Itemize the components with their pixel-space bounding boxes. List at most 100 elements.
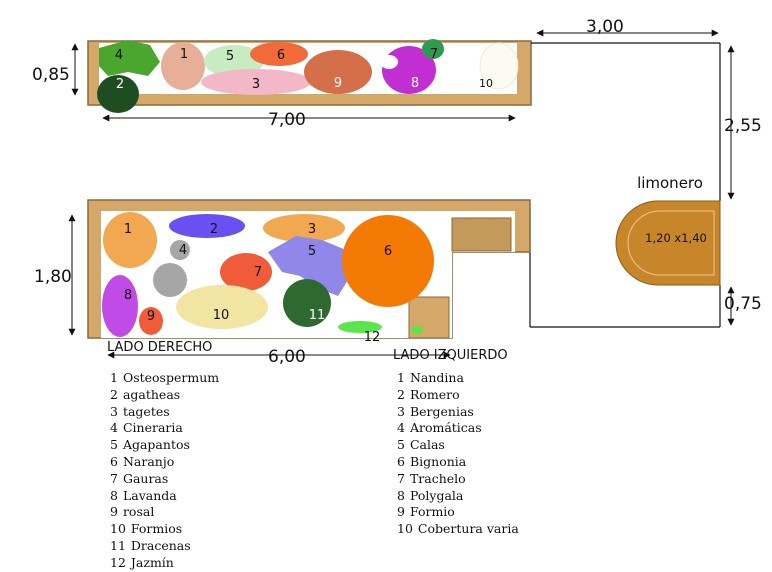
legend-item-name: Bergenias <box>409 403 474 419</box>
legend-item-number: 3 <box>397 403 405 419</box>
legend-item-number: 5 <box>397 437 405 453</box>
legend-item-name: Osteospermum <box>122 370 220 385</box>
legend-item-number: 2 <box>110 386 118 402</box>
legend-item-name: Dracenas <box>130 537 191 553</box>
plant-number: 3 <box>252 77 260 92</box>
plant-number: 7 <box>254 265 262 280</box>
legend-item-name: Trachelo <box>409 470 466 486</box>
legend-item-number: 8 <box>397 487 405 503</box>
legend-item-number: 8 <box>110 487 118 503</box>
legend-item-name: Nandina <box>409 370 464 385</box>
plant-blob <box>102 275 138 337</box>
plant-number: 1 <box>124 222 132 237</box>
plant-number: 8 <box>124 288 132 303</box>
legend-item-name: Polygala <box>409 487 464 503</box>
legend-item-number: 4 <box>110 420 118 436</box>
limonero-size: 1,20 x1,40 <box>645 231 707 245</box>
legend-item-name: tagetes <box>122 403 170 419</box>
plant-number: 5 <box>308 244 316 259</box>
legend-item-name: Agapantos <box>122 437 190 453</box>
plant-number: 7 <box>430 47 438 62</box>
legend-item-name: Jazmín <box>130 554 174 570</box>
dimension-label: 7,00 <box>268 110 306 130</box>
legend-item-name: Lavanda <box>122 487 177 503</box>
legend-item-number: 9 <box>397 504 405 520</box>
plant-blob <box>422 39 444 59</box>
limonero-label: limonero <box>637 174 703 192</box>
legend-item-name: Calas <box>409 437 445 453</box>
legend-item-number: 7 <box>110 470 118 486</box>
legend-item-number: 10 <box>397 521 413 537</box>
legend-item-name: agatheas <box>122 386 181 402</box>
legend-item-name: Cobertura varia <box>417 521 519 537</box>
dimension-label: 1,80 <box>34 267 72 287</box>
plant-blob <box>268 236 348 296</box>
legend-item-number: 5 <box>110 437 118 453</box>
planter-box <box>451 217 512 252</box>
bottom-plants <box>102 212 434 337</box>
plant-blob <box>250 42 308 66</box>
legend-item: 1 Osteospermum <box>110 370 219 387</box>
limonero-shape <box>615 200 721 286</box>
legend-item-name: Formios <box>130 521 183 537</box>
plant-blob <box>169 214 245 238</box>
legend-item-name: Romero <box>409 386 460 402</box>
dimension-label: 0,75 <box>724 294 762 314</box>
legend-item-number: 11 <box>110 537 126 553</box>
plant-blob <box>380 55 398 69</box>
plant-blob <box>220 253 272 291</box>
plant-number: 11 <box>309 308 326 323</box>
plant-blob <box>204 45 264 77</box>
plant-number: 6 <box>384 244 392 259</box>
dimension-label: 6,00 <box>268 347 306 367</box>
legend-item-number: 2 <box>397 386 405 402</box>
legend-item-number: 1 <box>110 370 118 385</box>
plant-number: 8 <box>411 76 419 91</box>
legend-item-number: 12 <box>110 554 126 570</box>
plant-blob <box>139 307 163 335</box>
legend-item-number: 9 <box>110 504 118 520</box>
plant-number: 5 <box>226 49 234 64</box>
plant-number: 9 <box>147 309 155 324</box>
plant-number: 12 <box>364 330 381 345</box>
plant-number: 4 <box>115 48 123 63</box>
plant-number: 3 <box>308 222 316 237</box>
top-plants <box>97 39 519 113</box>
plant-blob <box>99 40 160 76</box>
plant-blob <box>304 50 372 94</box>
plant-blob <box>176 285 268 329</box>
plant-number: 6 <box>277 48 285 63</box>
limonero-inner <box>627 210 715 276</box>
legend-left-title: LADO IZQUIERDO <box>393 348 508 363</box>
plant-blob <box>283 279 331 327</box>
legend-item-number: 1 <box>397 370 405 385</box>
plant-blob <box>338 321 382 333</box>
plant-number: 2 <box>210 222 218 237</box>
top-plant-numbers: 4 2 1 5 6 3 9 8 7 10 <box>115 47 493 92</box>
dimension-labels: 0,85 7,00 3,00 2,55 0,75 1,80 6,00 <box>32 17 762 367</box>
legend-item-name: Bignonia <box>409 453 467 469</box>
plant-number: 4 <box>179 243 187 258</box>
garden-plan: 4 2 1 5 6 3 9 8 7 10 1,20 x1,40 limonero <box>32 17 762 367</box>
legend-item: 1 Nandina <box>397 370 519 387</box>
legend-item-number: 6 <box>397 453 405 469</box>
plant-number: 2 <box>116 77 124 92</box>
dimension-label: 3,00 <box>586 17 624 37</box>
legend-item-name: Aromáticas <box>409 420 482 436</box>
plant-blob <box>153 263 187 297</box>
